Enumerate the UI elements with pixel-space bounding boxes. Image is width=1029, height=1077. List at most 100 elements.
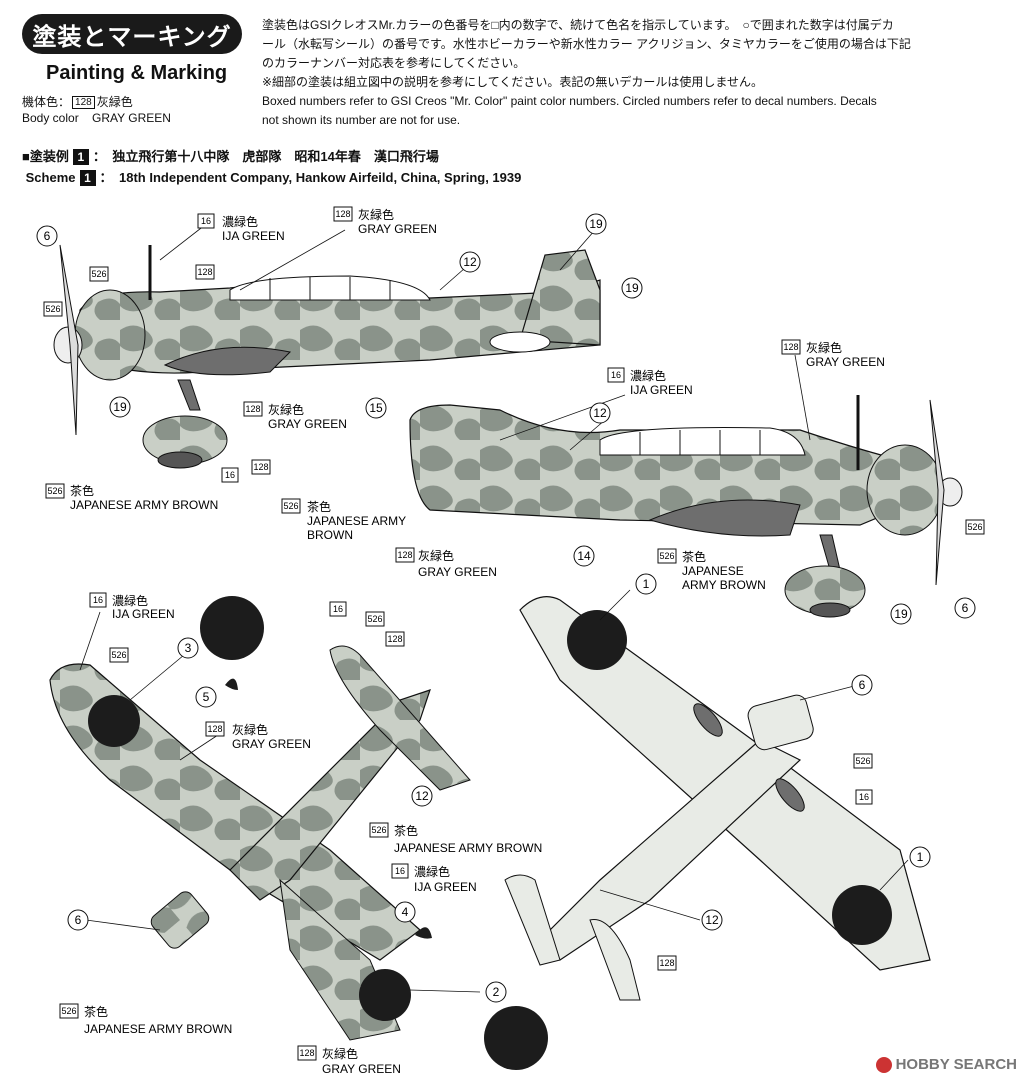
label-526-jp: 茶色 (682, 549, 706, 564)
decal-callouts: 6 12 19 19 15 19 12 14 19 6 3 5 12 6 4 2… (36, 213, 976, 1003)
section-title-en: Painting & Marking (46, 62, 228, 84)
label-16-jp: 濃緑色 (222, 214, 258, 229)
watermark-logo-icon (875, 1056, 892, 1073)
svg-text:2: 2 (493, 985, 500, 999)
paint-box-526: 526 (45, 483, 65, 499)
decal-callout-12: 12 (459, 251, 481, 273)
top-view (49, 596, 548, 1070)
svg-text:526: 526 (283, 501, 298, 511)
svg-text:1: 1 (643, 577, 650, 591)
label-526-jp: 茶色 (307, 499, 331, 514)
label-526-jp: 茶色 (84, 1004, 108, 1019)
label-16-en: IJA GREEN (630, 383, 693, 397)
section-title-jp: 塗装とマーキング (22, 14, 242, 54)
wheel (157, 451, 203, 469)
paint-box-526: 526 (657, 548, 677, 564)
svg-text:128: 128 (659, 958, 674, 968)
svg-text:128: 128 (299, 1048, 314, 1058)
label-16-jp: 濃緑色 (112, 593, 148, 608)
intro-line: のカラーナンバー対応表を参考にしてください。 (262, 56, 526, 70)
decal-callout-19: 19 (585, 213, 607, 235)
svg-text:19: 19 (894, 607, 908, 621)
decal-callout-1: 1 (635, 573, 657, 595)
engine-cowling (866, 444, 944, 536)
hinomaru (359, 969, 411, 1021)
label-526-en: JAPANESE ARMY BROWN (70, 498, 218, 512)
bottom-view (504, 596, 931, 1001)
paint-box-16: 16 (391, 863, 409, 879)
label-526-en: JAPANESE ARMY BROWN (394, 841, 542, 855)
decal-callout-3: 3 (177, 637, 199, 659)
paint-box-526: 526 (109, 647, 129, 663)
label-128-en: GRAY GREEN (268, 417, 347, 431)
paint-box-526: 526 (89, 266, 109, 282)
label-128-en: GRAY GREEN (322, 1062, 401, 1076)
hinomaru (88, 695, 140, 747)
wheel-spat (775, 778, 805, 812)
paint-box-128: 128 (395, 547, 415, 563)
decal-callout-19: 19 (621, 277, 643, 299)
label-16-en: IJA GREEN (112, 607, 175, 621)
label-526-en: JAPANESE ARMY (307, 514, 406, 528)
svg-text:16: 16 (611, 370, 621, 380)
label-128-en: GRAY GREEN (806, 355, 885, 369)
paint-box-16: 16 (329, 601, 347, 617)
label-16-en: IJA GREEN (414, 880, 477, 894)
paint-box-16: 16 (607, 367, 625, 383)
label-128-jp: 灰緑色 (418, 548, 454, 563)
small-decal (415, 927, 432, 939)
paint-box-128: 128 (657, 955, 677, 971)
watermark-text: HOBBY SEARCH (895, 1056, 1017, 1073)
hinomaru-decal (484, 1006, 548, 1070)
right-stabilizer (329, 645, 471, 791)
label-128-jp: 灰緑色 (806, 340, 842, 355)
label-128-en: GRAY GREEN (418, 565, 497, 579)
svg-text:526: 526 (855, 756, 870, 766)
body-color-number: 128 (72, 96, 95, 110)
svg-text:128: 128 (783, 342, 798, 352)
label-526-jp: 茶色 (70, 483, 94, 498)
svg-text:16: 16 (225, 470, 235, 480)
decal-callout-19: 19 (890, 603, 912, 625)
paint-box-128: 128 (781, 339, 801, 355)
propeller (929, 399, 945, 586)
scheme-desc-en: ： 18th Independent Company, Hankow Airfe… (99, 170, 522, 185)
paint-box-526: 526 (965, 519, 985, 535)
paint-box-526: 526 (43, 301, 63, 317)
intro-line: Boxed numbers refer to GSI Creos "Mr. Co… (262, 94, 877, 108)
propeller (59, 244, 79, 436)
right-stabilizer (589, 919, 641, 1001)
svg-text:12: 12 (593, 406, 607, 420)
intro-text: 塗装色はGSIクレオスMr.カラーの色番号を□内の数字で、続けて色名を指示してい… (262, 16, 1022, 130)
paint-box-128: 128 (385, 631, 405, 647)
decal-callout-19: 19 (109, 396, 131, 418)
label-128-jp: 灰緑色 (322, 1046, 358, 1061)
svg-text:526: 526 (967, 522, 982, 532)
scheme-number-badge: 1 (79, 170, 96, 186)
paint-box-16: 16 (89, 592, 107, 608)
intro-line: 塗装色はGSIクレオスMr.カラーの色番号を□内の数字で、続けて色名を指示してい… (262, 18, 894, 32)
svg-text:16: 16 (333, 604, 343, 614)
wheel-spat (693, 703, 723, 737)
paint-box-128: 128 (251, 459, 271, 475)
decal-callout-5: 5 (195, 686, 217, 708)
svg-text:6: 6 (859, 678, 866, 692)
intro-line: ※細部の塗装は組立図中の説明を参考にしてください。表記の無いデカールは使用しませ… (262, 75, 763, 89)
engine-top (150, 891, 210, 949)
svg-text:12: 12 (463, 255, 477, 269)
decal-callout-12: 12 (589, 402, 611, 424)
svg-text:15: 15 (369, 401, 383, 415)
scheme-number-badge: 1 (72, 149, 89, 165)
paint-box-526: 526 (59, 1003, 79, 1019)
svg-text:6: 6 (75, 913, 82, 927)
body-color-label-en: Body color (22, 111, 79, 125)
label-16-jp: 濃緑色 (630, 368, 666, 383)
svg-text:19: 19 (625, 281, 639, 295)
svg-text:526: 526 (371, 825, 386, 835)
decal-callout-2: 2 (485, 981, 507, 1003)
label-128-en: GRAY GREEN (232, 737, 311, 751)
scheme-prefix-jp: ■塗装例 (22, 149, 69, 164)
landing-gear-strut (819, 534, 841, 571)
paint-callouts: 16 128 526 128 526 128 16 128 526 128 16… (43, 206, 985, 1061)
decal-callout-4: 4 (394, 901, 416, 923)
